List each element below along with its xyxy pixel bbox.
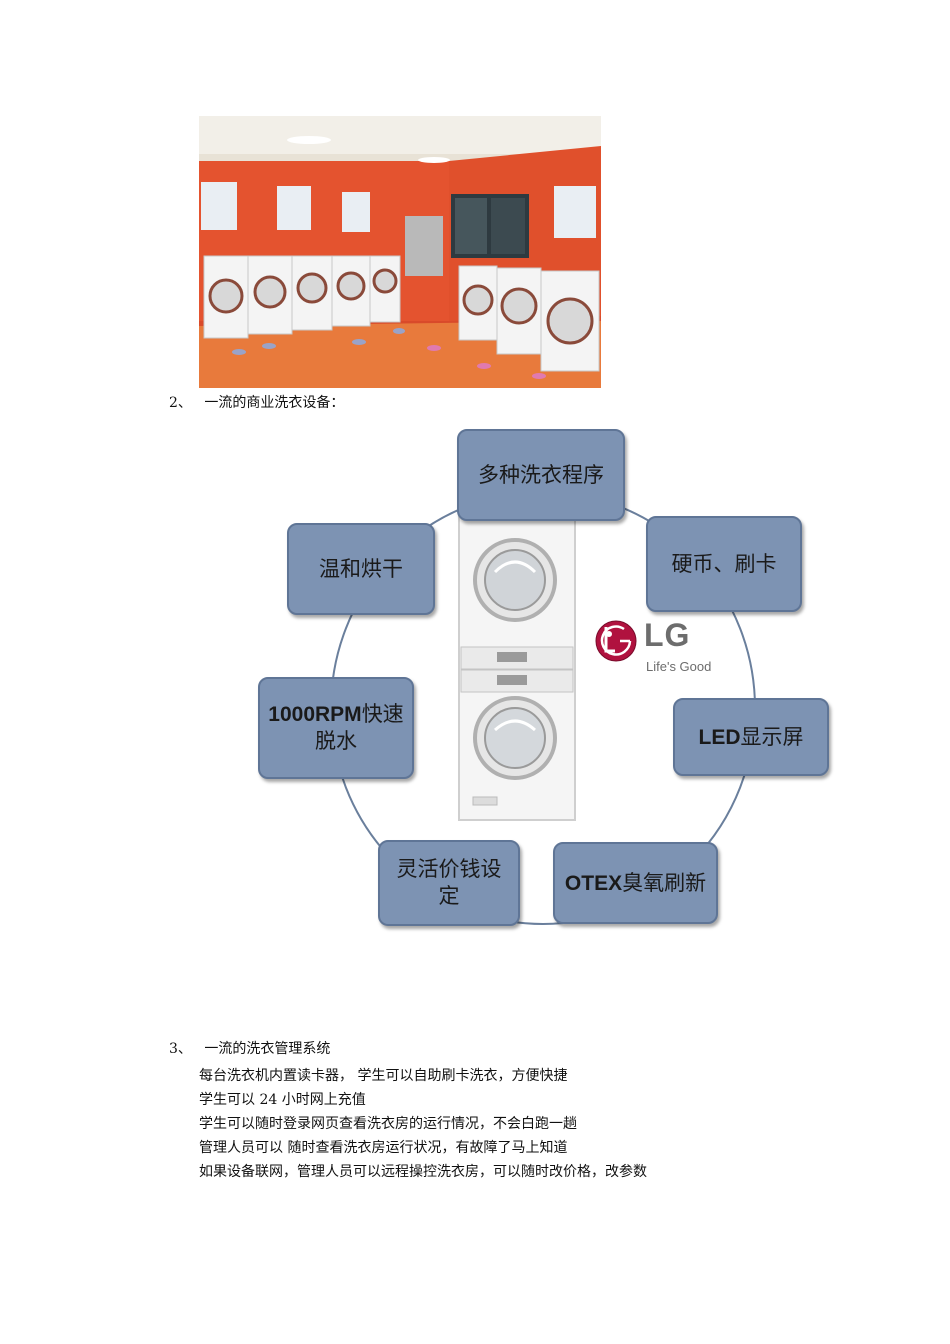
section-3-title: 一流的洗衣管理系统 — [204, 1041, 331, 1057]
section-2-title: 一流的商业洗衣设备： — [204, 395, 345, 411]
node-otex-bold: OTEX — [564, 871, 623, 895]
node-led-display: LED显示屏 — [673, 698, 829, 776]
lg-logo: LG Life's Good — [582, 605, 728, 687]
node-gentle-drying: 温和烘干 — [287, 523, 435, 615]
lg-slogan-text: Life's Good — [646, 659, 712, 674]
node-spin-label: 快速脱水 — [315, 702, 404, 753]
node-coin-card-label: 硬币、刷卡 — [671, 551, 777, 576]
node-otex-ozone: OTEX臭氧刷新 — [553, 842, 718, 924]
feature-cycle-diagram: LG Life's Good 多种洗衣程序 硬币、刷卡 LED显示屏 OTEX臭… — [250, 425, 850, 935]
body-line: 如果设备联网，管理人员可以远程操控洗衣房，可以随时改价格，改参数 — [199, 1164, 647, 1180]
body-line: 管理人员可以 随时查看洗衣房运行状况，有故障了马上知道 — [199, 1140, 568, 1156]
section-3-body: 每台洗衣机内置读卡器， 学生可以自助刷卡洗衣，方便快捷 学生可以 24 小时网上… — [199, 1064, 647, 1184]
node-flexible-pricing-label: 灵活价钱设定 — [396, 857, 502, 908]
section-2-heading: 2、 一流的商业洗衣设备： — [169, 394, 344, 412]
node-fast-spin: 1000RPM快速脱水 — [258, 677, 414, 779]
body-line: 学生可以随时登录网页查看洗衣房的运行情况，不会白跑一趟 — [199, 1116, 577, 1132]
body-line: 每台洗衣机内置读卡器， 学生可以自助刷卡洗衣，方便快捷 — [199, 1068, 568, 1084]
node-gentle-drying-label: 温和烘干 — [319, 556, 403, 581]
node-coin-card: 硬币、刷卡 — [646, 516, 802, 612]
node-flexible-pricing: 灵活价钱设定 — [378, 840, 520, 926]
node-led-label: 显示屏 — [740, 724, 804, 749]
stacked-washer-dryer-image — [457, 512, 577, 822]
node-otex-label: 臭氧刷新 — [622, 870, 707, 895]
section-3-number: 3、 — [169, 1041, 192, 1057]
laundry-room-photo — [199, 116, 601, 388]
node-spin-bold: 1000RPM — [268, 703, 362, 726]
node-wash-programs: 多种洗衣程序 — [457, 429, 625, 521]
node-led-bold: LED — [698, 725, 741, 749]
body-line: 学生可以 24 小时网上充值 — [199, 1092, 366, 1108]
node-wash-programs-label: 多种洗衣程序 — [478, 462, 604, 487]
section-3-heading: 3、 一流的洗衣管理系统 — [169, 1040, 330, 1058]
lg-brand-text: LG — [644, 617, 691, 653]
section-2-number: 2、 — [169, 395, 192, 411]
